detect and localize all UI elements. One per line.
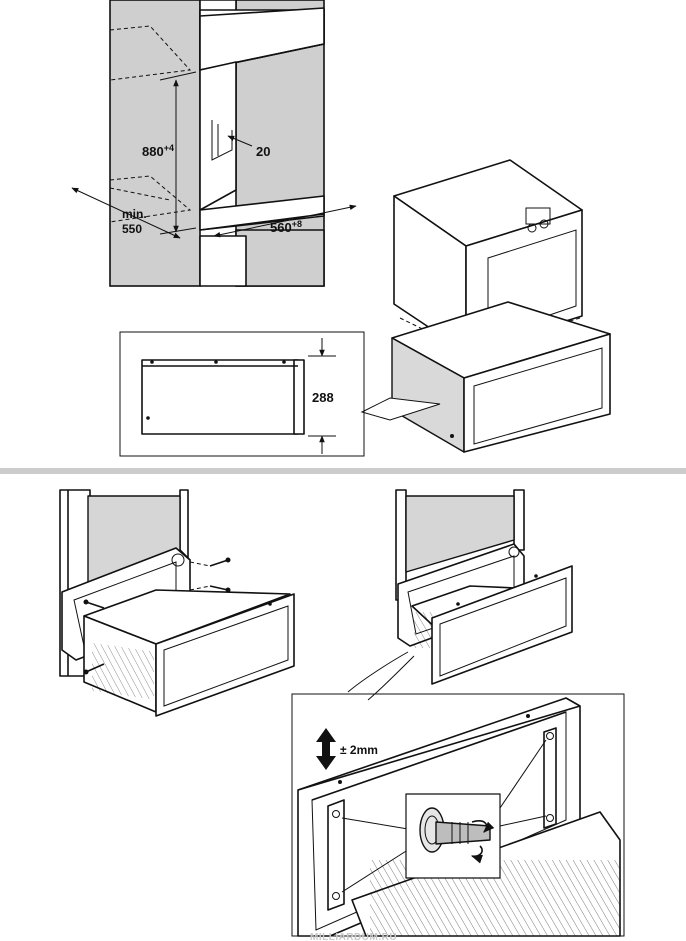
- detail-frame: [119, 331, 365, 457]
- drawer-panel: [473, 347, 603, 445]
- depth-arrow: [71, 187, 181, 239]
- installed-drawer-front: [431, 565, 573, 685]
- drawer-height-label: 288: [312, 390, 334, 405]
- width-arrow: [213, 204, 357, 238]
- niche-dimension-drawing: 880+4 min. 550 560+8 20: [71, 0, 357, 287]
- drawer-front-panel: [155, 593, 295, 717]
- drawer-front: [463, 333, 611, 453]
- adjust-label: ± 2mm: [340, 743, 378, 757]
- drawer-side-panel: [141, 359, 299, 435]
- watermark: MILLIARDUM.RU: [310, 932, 397, 941]
- drawer-installed-drawing: [347, 489, 573, 701]
- depth-value-label: 550: [122, 222, 142, 236]
- height-label: 880+4: [142, 143, 174, 159]
- cabinet-left-wall: [109, 0, 201, 287]
- depth-min-label: min.: [122, 207, 147, 221]
- vertical-adjust-icon: [316, 728, 336, 770]
- drawer-height-detail: 288: [119, 331, 365, 457]
- oven-control-panel: [525, 207, 551, 225]
- width-label: 560+8: [270, 219, 302, 235]
- oven-and-drawer-drawing: [360, 159, 611, 453]
- section-separator: [0, 468, 686, 474]
- oven-knob-left: [527, 223, 537, 233]
- gap-arrow: [227, 135, 253, 147]
- oven-knob-right: [539, 219, 549, 229]
- gap-label: 20: [256, 144, 270, 159]
- drawer-mounting-drawing: [59, 489, 295, 717]
- front-adjustment-detail: ± 2mm: [291, 693, 625, 937]
